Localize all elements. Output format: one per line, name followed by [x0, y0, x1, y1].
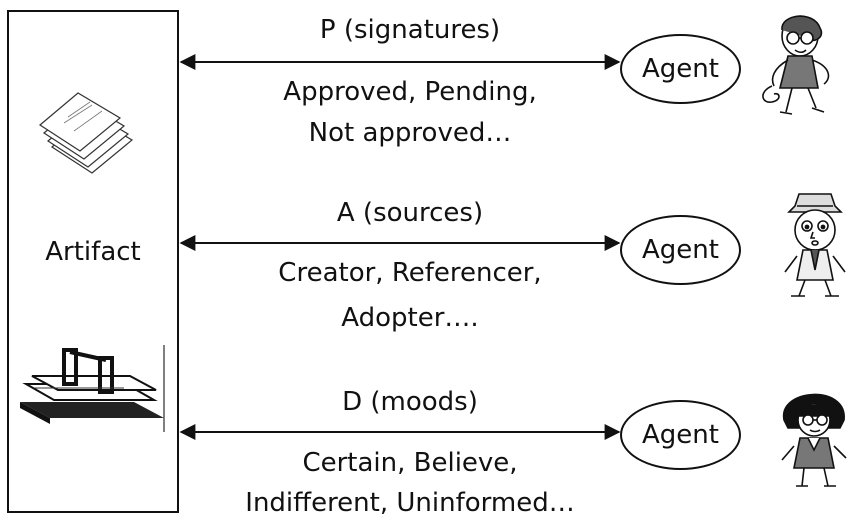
desk-organizer-icon: [20, 345, 165, 432]
man-with-hat-figure: [784, 193, 846, 297]
row-0-value-0: Approved, Pending,: [283, 77, 537, 107]
papers-stack-icon: [38, 92, 134, 174]
woman-with-glasses-figure: [762, 15, 830, 115]
row-2-value-0: Certain, Believe,: [302, 448, 518, 478]
row-1-title: A (sources): [336, 198, 484, 228]
woman-with-bob-figure: [781, 393, 847, 487]
agent-node-0: Agent: [620, 34, 741, 104]
agent-node-2: Agent: [620, 400, 741, 470]
row-0-value-1: Not approved…: [308, 118, 512, 148]
row-0-title: P (signatures): [319, 15, 501, 45]
artifact-box: [7, 10, 179, 513]
artifact-label: Artifact: [45, 237, 141, 267]
row-1-value-0: Creator, Referencer,: [278, 258, 542, 288]
row-2-title: D (moods): [342, 387, 478, 417]
row-2-value-1: Indifferent, Uninformed…: [245, 488, 575, 518]
row-1-value-1: Adopter….: [341, 303, 479, 333]
agent-node-1: Agent: [620, 215, 741, 285]
